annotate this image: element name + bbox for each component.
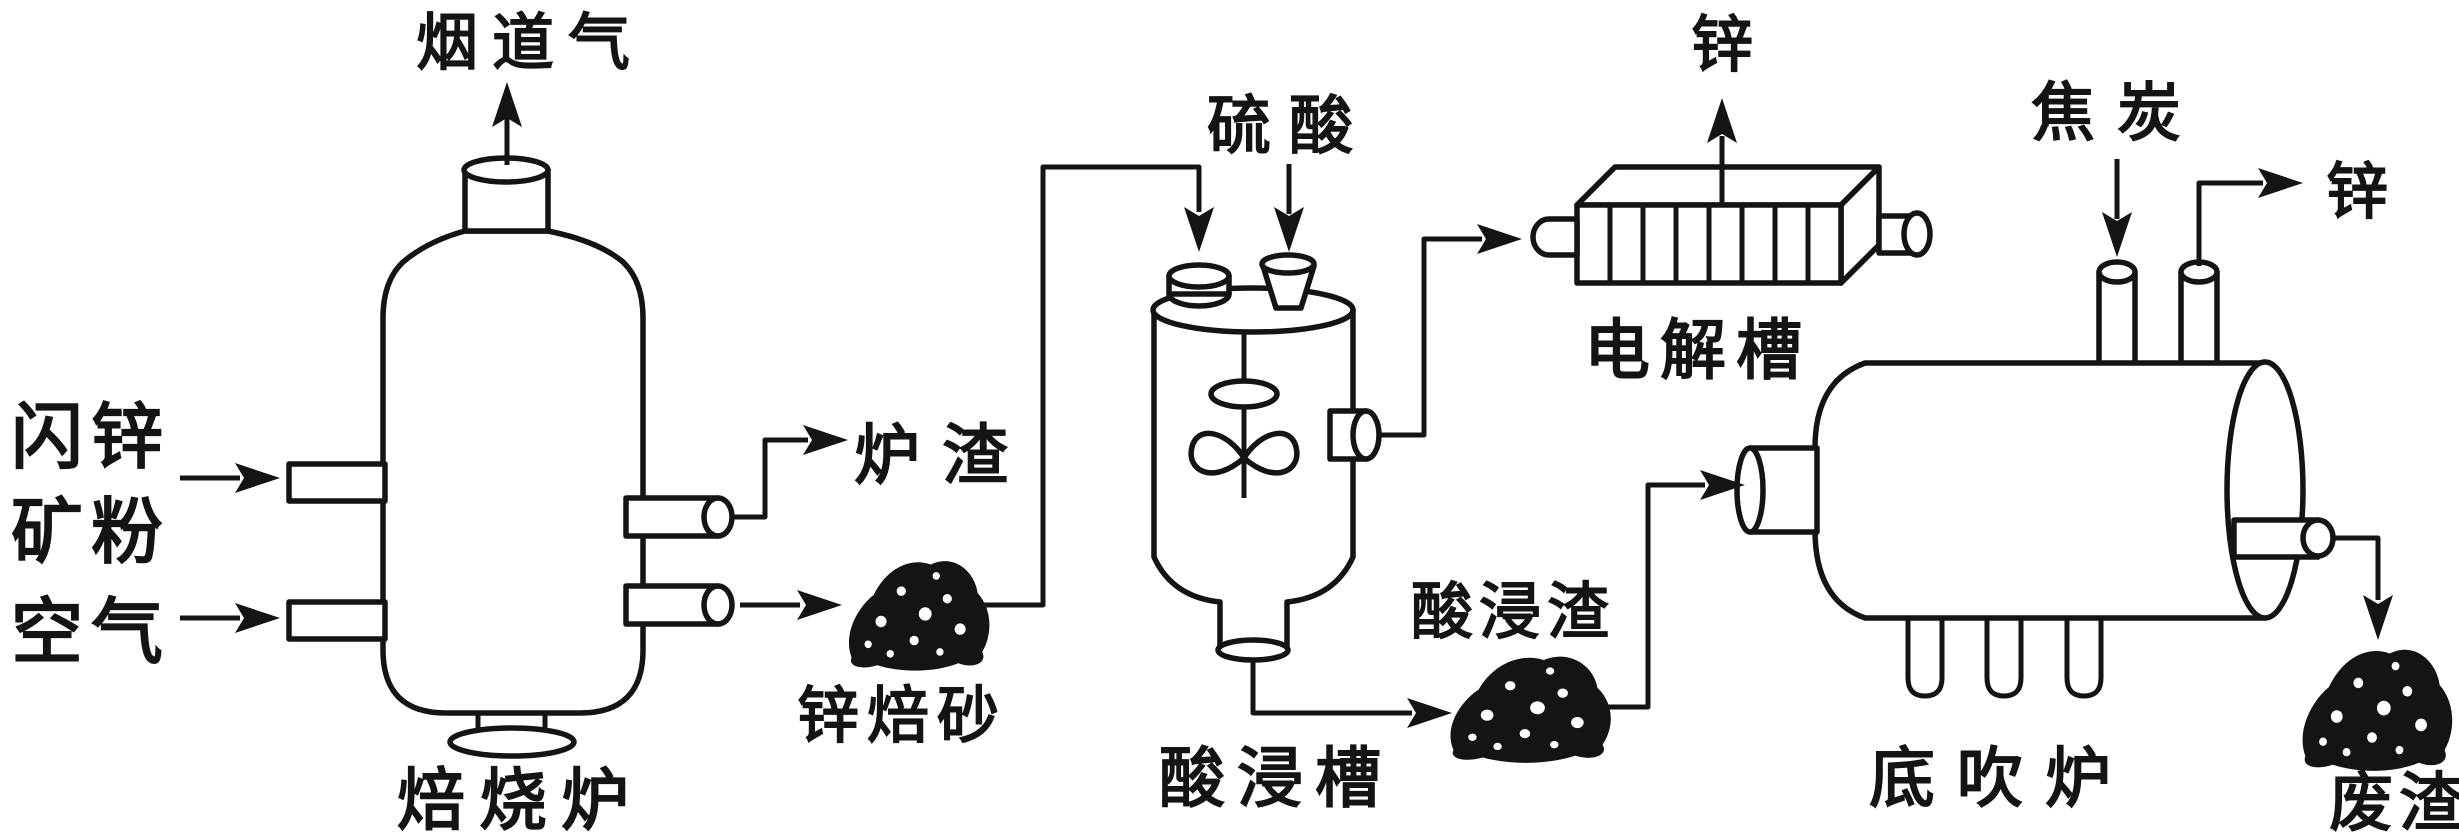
slag-label: 炉渣: [854, 420, 1030, 493]
furnace-port-coke-mouth: [2096, 259, 2138, 285]
slag-arrowhead: [803, 425, 848, 455]
calcine-arrowhead: [797, 590, 842, 620]
ore-label-line1: 闪锌: [11, 398, 171, 478]
cell-left-port: [1530, 216, 1580, 258]
furnace-drum-end: [2224, 359, 2306, 621]
flow-arrows: [180, 82, 2393, 728]
furnace-leg-2: [1984, 618, 2024, 699]
cell-top-face: [1574, 164, 1882, 208]
residue-to-furnace-arrowhead: [1700, 470, 1745, 500]
air-label: 空气: [11, 593, 171, 673]
roaster-group: [286, 155, 735, 759]
furnace-waste-outlet-cap: [2300, 517, 2336, 559]
leach-tank-label: 酸浸槽: [1159, 743, 1393, 816]
tank-to-cell-arrowhead: [1477, 224, 1522, 254]
air-in-arrowhead: [235, 603, 280, 633]
tank-outlet-port-cap: [1350, 408, 1382, 462]
waste-arrowhead: [2363, 595, 2393, 640]
furnace-left-port-cap: [1734, 445, 1766, 535]
leach-tank-bottom-cap: [1215, 637, 1291, 663]
furnace-leg-3: [2064, 618, 2104, 699]
zinc-calcine-heap: [848, 561, 990, 671]
ore-label-line2: 矿粉: [11, 493, 171, 573]
waste-label: 废渣: [2329, 768, 2459, 832]
furnace-zinc-arrowhead: [2258, 168, 2303, 198]
cell-label: 电解槽: [1584, 315, 1812, 388]
roaster-pedestal-base: [447, 725, 577, 759]
leach-tank-group: [1150, 252, 1382, 663]
ore-in-arrowhead: [235, 463, 280, 493]
tank-outflow-arrowhead: [1407, 698, 1452, 728]
residue-to-furnace-line: [1608, 482, 1705, 710]
waste-residue-heap: [2302, 649, 2453, 771]
roaster-inlet-pipe-air: [286, 599, 388, 642]
coke-label: 焦炭: [2031, 78, 2203, 149]
acid-label: 硫酸: [1207, 91, 1371, 162]
bottom-furnace-label: 底吹炉: [1869, 743, 2133, 816]
tank-outflow-line: [1250, 658, 1412, 716]
bottom-furnace-group: [1734, 259, 2336, 699]
leach-tank-body: [1151, 307, 1356, 651]
cell-zinc-label: 锌: [1691, 12, 1753, 80]
roaster-vessel: [380, 228, 646, 716]
tank-to-cell-line: [1379, 236, 1482, 438]
acid-arrowhead: [1274, 207, 1304, 252]
cell-electrode-plates: [1607, 205, 1811, 283]
flue-gas-arrowhead: [492, 82, 522, 127]
stirrer-propeller: [1188, 430, 1300, 476]
calcine-label: 锌焙砂: [797, 682, 1007, 751]
slag-line: [732, 437, 808, 520]
cell-zinc-arrowhead: [1707, 98, 1737, 143]
roaster-outlet-pipe-slag-cap: [701, 495, 735, 539]
furnace-drum-body: [1812, 360, 2268, 621]
furnace-zinc-label: 锌: [2326, 159, 2388, 227]
furnace-port-coke: [2096, 269, 2138, 374]
tank-inlet-port-mouth: [1166, 262, 1232, 290]
furnace-leg-1: [1905, 618, 1945, 699]
calcine-to-tank-line: [984, 164, 1202, 608]
furnace-zinc-line: [2196, 180, 2263, 266]
waste-line: [2333, 535, 2381, 600]
acid-residue-heap: [1450, 656, 1611, 763]
cell-right-port-cap: [1901, 210, 1933, 258]
flue-gas-label: 烟道气: [416, 9, 644, 78]
calcine-to-tank-arrowhead: [1184, 207, 1214, 252]
acid-funnel-mouth: [1259, 252, 1317, 276]
furnace-port-zinc: [2178, 269, 2220, 374]
coke-arrowhead: [2102, 212, 2132, 257]
acid-residue-label: 酸浸渣: [1411, 578, 1615, 647]
roaster-inlet-pipe-ore: [286, 461, 388, 504]
roaster-label: 焙烧炉: [397, 763, 643, 832]
electrolysis-cell-group: [1530, 164, 1933, 286]
stirrer-disc: [1208, 378, 1280, 410]
roaster-outlet-pipe-calcine-cap: [701, 583, 735, 627]
